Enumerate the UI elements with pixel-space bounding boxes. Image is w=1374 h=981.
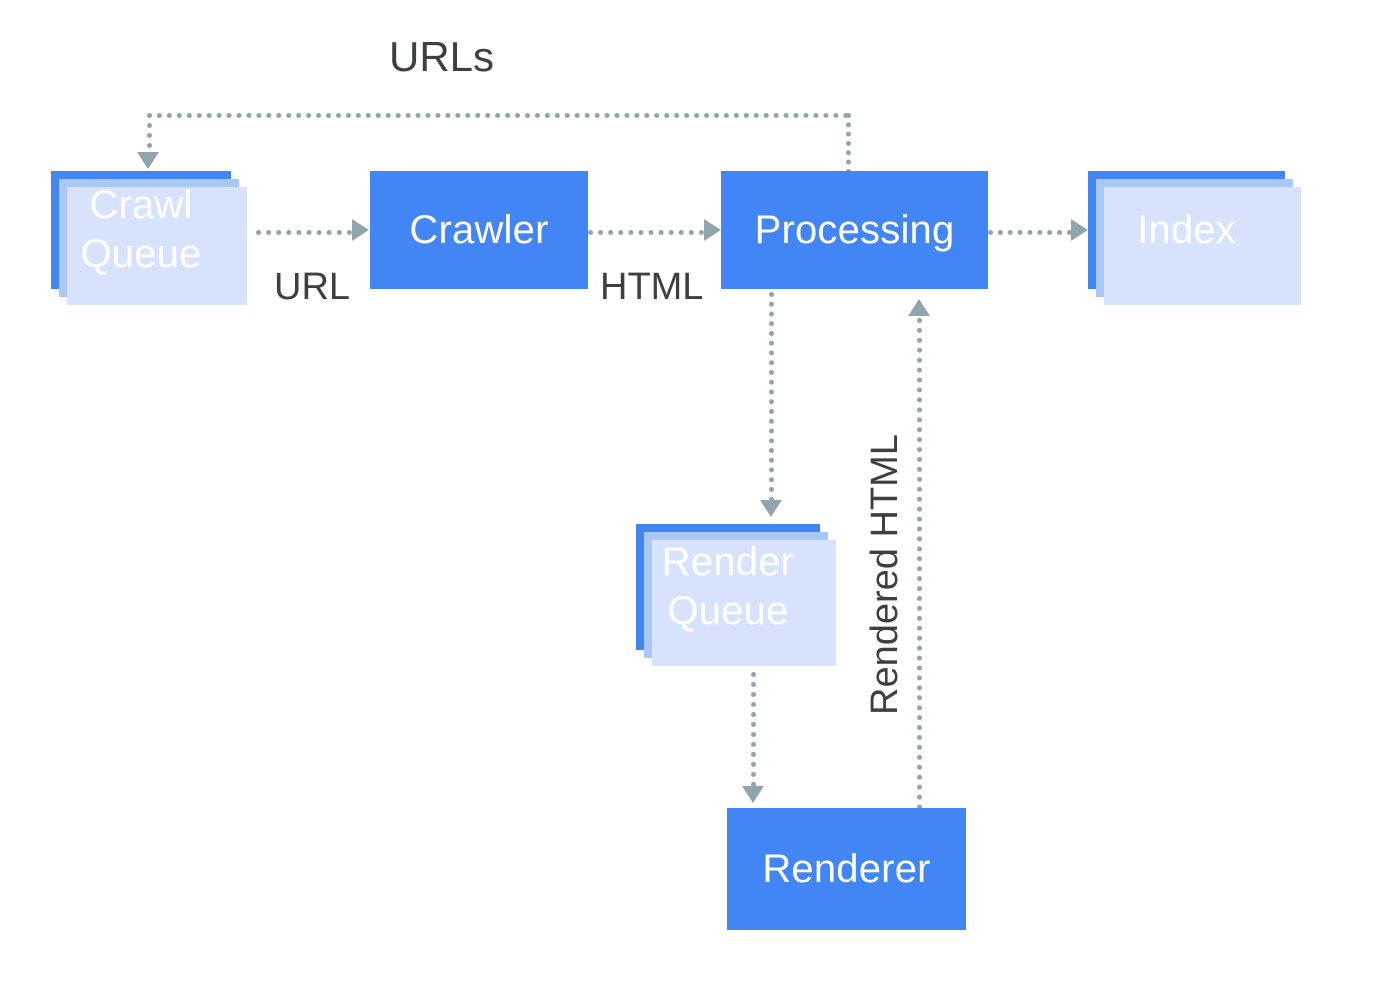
node-crawl-queue[interactable]: Crawl Queue: [51, 171, 247, 305]
edge-html-arrowhead: [704, 219, 721, 241]
edge-label-rendered-html: Rendered HTML: [864, 434, 906, 715]
edge-to-renderer-arrowhead: [742, 786, 764, 803]
node-index-label: Index: [1137, 207, 1236, 252]
edge-to-renderer-line: [751, 672, 756, 787]
edge-rendered-html-line: [917, 318, 922, 810]
node-processing-label: Processing: [754, 207, 955, 252]
edge-url-line: [256, 230, 352, 235]
edge-rendered-html-arrowhead: [908, 299, 930, 316]
edge-label-html: HTML: [600, 266, 704, 308]
node-crawler-label: Crawler: [409, 207, 549, 252]
edge-label-urls: URLs: [389, 33, 495, 80]
edge-urls-riser: [846, 113, 851, 174]
edge-html-line: [588, 230, 704, 235]
node-render-queue-label: Render Queue: [661, 540, 795, 633]
node-renderer-label: Renderer: [762, 846, 931, 891]
node-crawl-queue-label: Crawl Queue: [80, 183, 202, 276]
edge-to-index-arrowhead: [1071, 219, 1088, 241]
edge-urls-horizontal: [147, 113, 849, 118]
edge-to-render-queue-arrowhead: [760, 500, 782, 517]
edge-label-url: URL: [274, 266, 351, 308]
edge-url-arrowhead: [352, 219, 369, 241]
edge-to-index-line: [988, 230, 1072, 235]
node-crawler[interactable]: Crawler: [370, 171, 588, 289]
node-processing[interactable]: Processing: [721, 171, 988, 289]
edge-urls-arrowhead: [137, 152, 159, 169]
node-render-queue[interactable]: Render Queue: [636, 524, 836, 666]
node-renderer[interactable]: Renderer: [727, 808, 966, 930]
edge-urls-descender: [147, 113, 152, 158]
edge-to-render-queue-line: [769, 292, 774, 502]
node-index[interactable]: Index: [1088, 171, 1301, 305]
